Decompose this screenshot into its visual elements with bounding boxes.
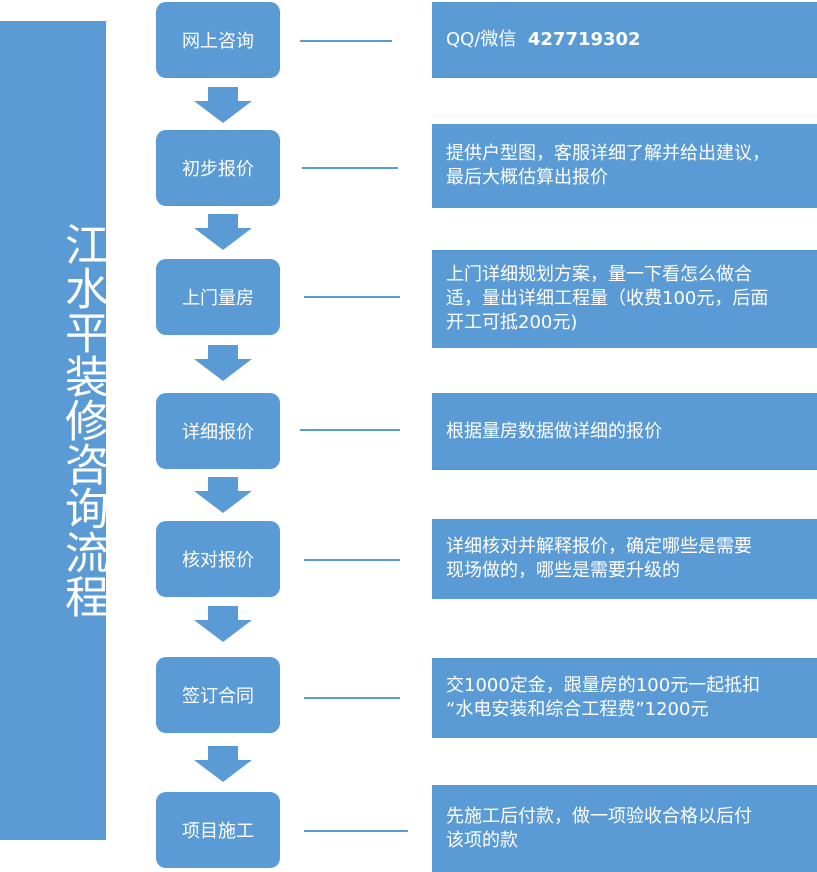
step-label: 初步报价: [182, 159, 254, 180]
step-description: 详细核对并解释报价，确定哪些是需要 现场做的，哪些是需要升级的: [432, 519, 817, 599]
step-detailed-quote: 详细报价: [156, 393, 280, 469]
down-arrow-icon: [194, 477, 252, 513]
connector-line: [300, 40, 392, 42]
connector-line: [304, 830, 408, 832]
step-initial-quote: 初步报价: [156, 130, 280, 206]
connector-line: [304, 296, 400, 298]
step-description: 提供户型图，客服详细了解并给出建议， 最后大概估算出报价: [432, 124, 817, 208]
step-description: QQ/微信 427719302: [432, 2, 817, 78]
process-title: 江水平装修咨询流程: [57, 222, 108, 618]
contact-number: 427719302: [527, 29, 641, 50]
step-description-text: 详细核对并解释报价，确定哪些是需要 现场做的，哪些是需要升级的: [446, 536, 752, 581]
connector-line: [304, 697, 400, 699]
down-arrow-icon: [194, 214, 252, 250]
step-label: 上门量房: [182, 288, 254, 309]
step-description-text: 根据量房数据做详细的报价: [446, 420, 662, 442]
connector-line: [304, 559, 400, 561]
step-description-text: 交1000定金，跟量房的100元一起抵扣 “水电安装和综合工程费”1200元: [446, 675, 761, 720]
step-label: 签订合同: [182, 686, 254, 707]
contact-prefix: QQ/微信: [446, 29, 517, 50]
down-arrow-icon: [194, 345, 252, 381]
step-verify-quote: 核对报价: [156, 521, 280, 597]
step-sign-contract: 签订合同: [156, 657, 280, 733]
down-arrow-icon: [194, 606, 252, 642]
step-label: 详细报价: [182, 422, 254, 443]
down-arrow-icon: [194, 746, 252, 782]
step-construction: 项目施工: [156, 792, 280, 868]
step-online-consult: 网上咨询: [156, 2, 280, 78]
step-description: 根据量房数据做详细的报价: [432, 393, 817, 470]
step-description-text: 提供户型图，客服详细了解并给出建议， 最后大概估算出报价: [446, 143, 770, 188]
step-description: 先施工后付款，做一项验收合格以后付 该项的款: [432, 785, 817, 872]
step-label: 核对报价: [182, 550, 254, 571]
step-description-text: 先施工后付款，做一项验收合格以后付 该项的款: [446, 805, 752, 851]
step-description: 交1000定金，跟量房的100元一起抵扣 “水电安装和综合工程费”1200元: [432, 658, 817, 738]
connector-line: [302, 167, 398, 169]
step-label: 项目施工: [182, 821, 254, 842]
title-bar: [0, 21, 106, 840]
step-home-measurement: 上门量房: [156, 259, 280, 335]
step-label: 网上咨询: [182, 31, 254, 52]
connector-line: [300, 429, 400, 431]
step-description-text: 上门详细规划方案，量一下看怎么做合 适，量出详细工程量（收费100元，后面 开工…: [446, 264, 769, 333]
step-description: 上门详细规划方案，量一下看怎么做合 适，量出详细工程量（收费100元，后面 开工…: [432, 250, 817, 348]
down-arrow-icon: [194, 87, 252, 123]
